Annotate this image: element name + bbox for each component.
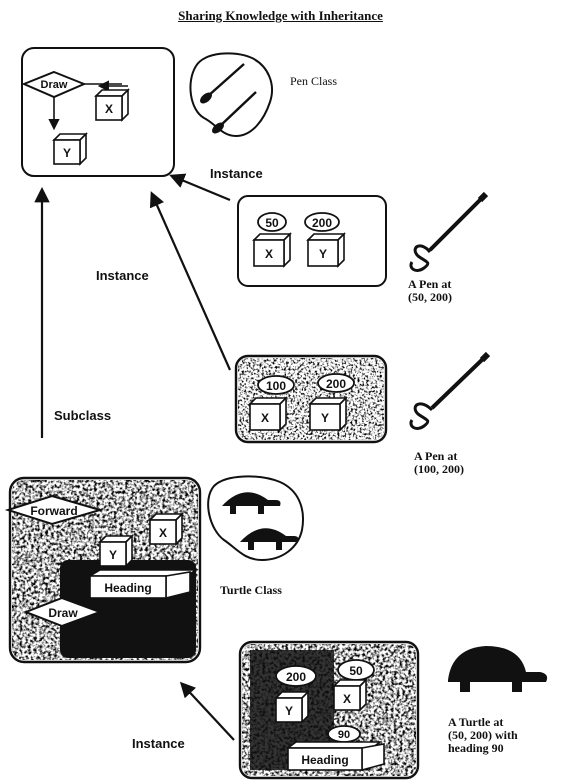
instance-label: Instance <box>132 736 185 751</box>
turtle-silhouette-icon <box>448 646 548 692</box>
instance-label: Instance <box>210 166 263 181</box>
pen-squiggle-icon <box>409 191 489 272</box>
y-label: Y <box>319 247 327 261</box>
pen-squiggle-icon <box>409 351 491 430</box>
pen-instance-caption: A Pen at (100, 200) <box>414 450 464 476</box>
turtle-class-label: Turtle Class <box>220 583 282 597</box>
draw-label: Draw <box>48 606 78 620</box>
heading-label: Heading <box>301 753 348 767</box>
forward-label: Forward <box>30 504 77 518</box>
pen-class-icon <box>189 52 273 138</box>
x-label: X <box>343 692 351 706</box>
turtle-icon <box>222 492 281 514</box>
y-label: Y <box>63 146 71 160</box>
var-x-cube: X <box>94 88 130 122</box>
caption-line: A Pen at <box>414 449 458 463</box>
turtle-icon <box>240 528 299 550</box>
y-label: Y <box>321 411 329 425</box>
pen-class-label: Pen Class <box>290 74 338 88</box>
turtle-instance: 200 50 X Y 90 Heading <box>238 640 420 780</box>
x-value-label: 100 <box>266 379 286 393</box>
var-y-cube: Y <box>52 132 88 166</box>
instance-label: Instance <box>96 268 149 283</box>
x-label: X <box>159 526 167 540</box>
y-label: Y <box>285 704 293 718</box>
y-label: Y <box>109 548 117 562</box>
turtle-class-icon <box>207 475 304 562</box>
caption-line: (50, 200) with <box>448 728 518 742</box>
instance-arrow-1 <box>169 173 231 202</box>
pen-class-box: Draw X Y <box>21 47 175 177</box>
x-value-label: 200 <box>286 670 306 684</box>
heading-label: Heading <box>104 581 151 595</box>
turtle-instance-caption: A Turtle at (50, 200) with heading 90 <box>448 716 518 755</box>
x-label: X <box>265 247 273 261</box>
x-value-label: 50 <box>265 216 279 230</box>
heading-value-label: 90 <box>338 729 350 741</box>
caption-line: (50, 200) <box>408 290 452 304</box>
y-value-label: 50 <box>349 664 363 678</box>
instance-arrow-3 <box>179 681 235 741</box>
subclass-label: Subclass <box>54 408 112 423</box>
brush-icon <box>212 91 257 134</box>
draw-label: Draw <box>41 79 68 91</box>
caption-line: (100, 200) <box>414 462 464 476</box>
caption-line: heading 90 <box>448 741 504 755</box>
x-label: X <box>261 411 269 425</box>
y-value-label: 200 <box>312 216 332 230</box>
turtle-class-box: Forward X Y Heading Draw <box>4 476 202 664</box>
instance-arrow-2 <box>149 191 232 371</box>
caption-line: A Turtle at <box>448 715 504 729</box>
y-value-label: 200 <box>326 377 346 391</box>
x-label: X <box>105 102 113 116</box>
caption-line: A Pen at <box>408 277 452 291</box>
pen-instance-caption: A Pen at (50, 200) <box>408 278 452 304</box>
pen-instance-50-200: 50 200 X Y <box>237 195 387 287</box>
diagram-title: Sharing Knowledge with Inheritance <box>178 8 383 23</box>
brush-icon <box>200 63 245 104</box>
pen-instance-100-200: 100 200 X Y <box>234 354 388 444</box>
